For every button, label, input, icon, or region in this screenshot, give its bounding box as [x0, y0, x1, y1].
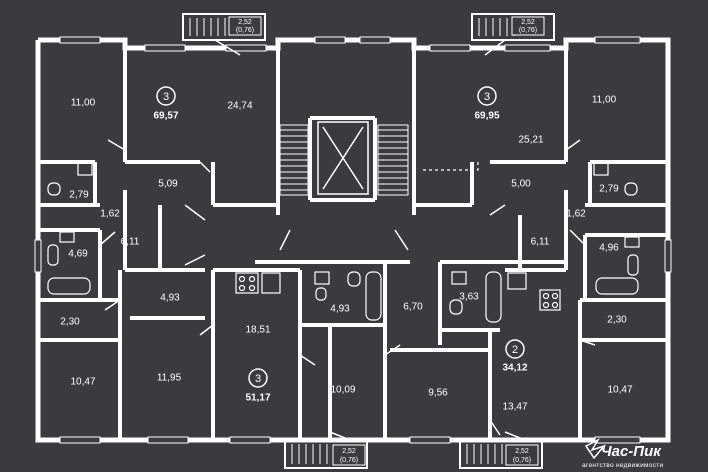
room-area: 2,30 [60, 317, 80, 328]
fixtures [47, 162, 640, 323]
apartment-marker: 3 69,95 [474, 86, 500, 122]
room-area: 13,47 [502, 402, 527, 413]
room-area: 1,62 [100, 209, 120, 220]
door-swings [99, 39, 596, 441]
washbasin-icon [314, 271, 330, 285]
toilet-icon [627, 254, 639, 276]
balcony-reduced-area: (0,76) [340, 457, 358, 464]
room-area: 6,11 [531, 237, 550, 248]
apartment-rooms: 3 [255, 373, 261, 385]
bathtub-icon [47, 277, 91, 295]
stove-icon [539, 289, 561, 311]
balcony-reduced-area: (0,76) [519, 27, 537, 34]
dashed-zone-boundary [420, 162, 479, 171]
room-area: 3,63 [459, 292, 479, 303]
room-area-labels: 11,00 24,74 5,09 2,79 1,62 6,11 4,69 4,9… [60, 95, 633, 413]
washbasin-icon [624, 236, 640, 248]
room-area: 11,00 [71, 98, 96, 109]
room-area: 5,09 [158, 179, 178, 190]
apartment-marker: 3 69,57 [153, 86, 179, 122]
logo-name: Час-Пик [601, 443, 662, 460]
room-area: 6,70 [403, 302, 423, 313]
washbasin-icon [593, 162, 609, 176]
toilet-icon [47, 244, 59, 266]
room-area: 11,00 [592, 95, 617, 106]
room-area: 10,47 [607, 385, 632, 396]
balcony-reduced-area: (0,76) [513, 457, 531, 464]
logo-tagline: агентство недвижимости [582, 462, 664, 469]
balcony-area: 2,52 [342, 448, 356, 455]
washbasin-icon [77, 162, 93, 176]
apartment-rooms: 2 [512, 344, 518, 356]
apartment-total-area: 69,95 [474, 111, 499, 122]
toilet-icon [47, 182, 61, 196]
staircase-left [279, 124, 309, 196]
room-area: 4,93 [160, 293, 180, 304]
room-area: 9,56 [428, 388, 448, 399]
sink-icon [507, 272, 527, 290]
room-area: 4,93 [330, 304, 350, 315]
apartment-total-area: 51,17 [245, 393, 270, 404]
bathtub-icon [595, 277, 639, 295]
room-area: 4,96 [599, 243, 619, 254]
balcony-reduced-area: (0,76) [236, 27, 254, 34]
room-area: 2,79 [599, 184, 619, 195]
apartment-total-area: 34,12 [502, 363, 527, 374]
apartment-marker: 3 51,17 [245, 368, 271, 404]
room-area: 25,21 [518, 135, 543, 146]
agency-logo: Час-Пик агентство недвижимости [582, 438, 664, 469]
washbasin-icon [451, 271, 467, 285]
bathtub-icon [365, 271, 382, 321]
sink-icon [261, 272, 281, 294]
balcony-labels: 2,52 (0,76) 2,52 (0,76) 2,52 (0,76) 2,52… [228, 16, 545, 466]
toilet-icon [315, 287, 327, 301]
room-area: 10,09 [330, 385, 355, 396]
toilet-icon [624, 182, 638, 196]
washbasin-icon [59, 231, 75, 243]
toilet-icon [449, 299, 463, 315]
balcony-area: 2,52 [521, 19, 535, 26]
toilet-icon [347, 271, 361, 287]
balcony-area: 2,52 [515, 448, 529, 455]
room-area: 18,51 [245, 325, 270, 336]
balcony-area: 2,52 [238, 19, 252, 26]
room-area: 10,47 [70, 377, 95, 388]
staircase-right [377, 124, 409, 196]
apartment-total-area: 69,57 [153, 111, 178, 122]
room-area: 4,69 [68, 249, 88, 260]
apartment-rooms: 3 [163, 91, 169, 103]
apartment-rooms: 3 [484, 91, 490, 103]
room-area: 1,62 [566, 209, 586, 220]
windows [34, 36, 672, 444]
apartment-marker: 2 34,12 [502, 339, 528, 374]
room-area: 6,11 [121, 237, 140, 248]
room-area: 11,95 [157, 373, 182, 384]
bathtub-icon [485, 271, 502, 323]
room-area: 24,74 [227, 101, 252, 112]
balcony-top-left [182, 13, 266, 41]
room-area: 5,00 [511, 179, 531, 190]
logo-mark-icon [584, 438, 607, 460]
stove-icon [235, 272, 259, 294]
elevator-shaft [317, 121, 369, 195]
room-area: 2,79 [69, 190, 89, 201]
room-area: 2,30 [607, 315, 627, 326]
interior-walls [40, 48, 668, 440]
